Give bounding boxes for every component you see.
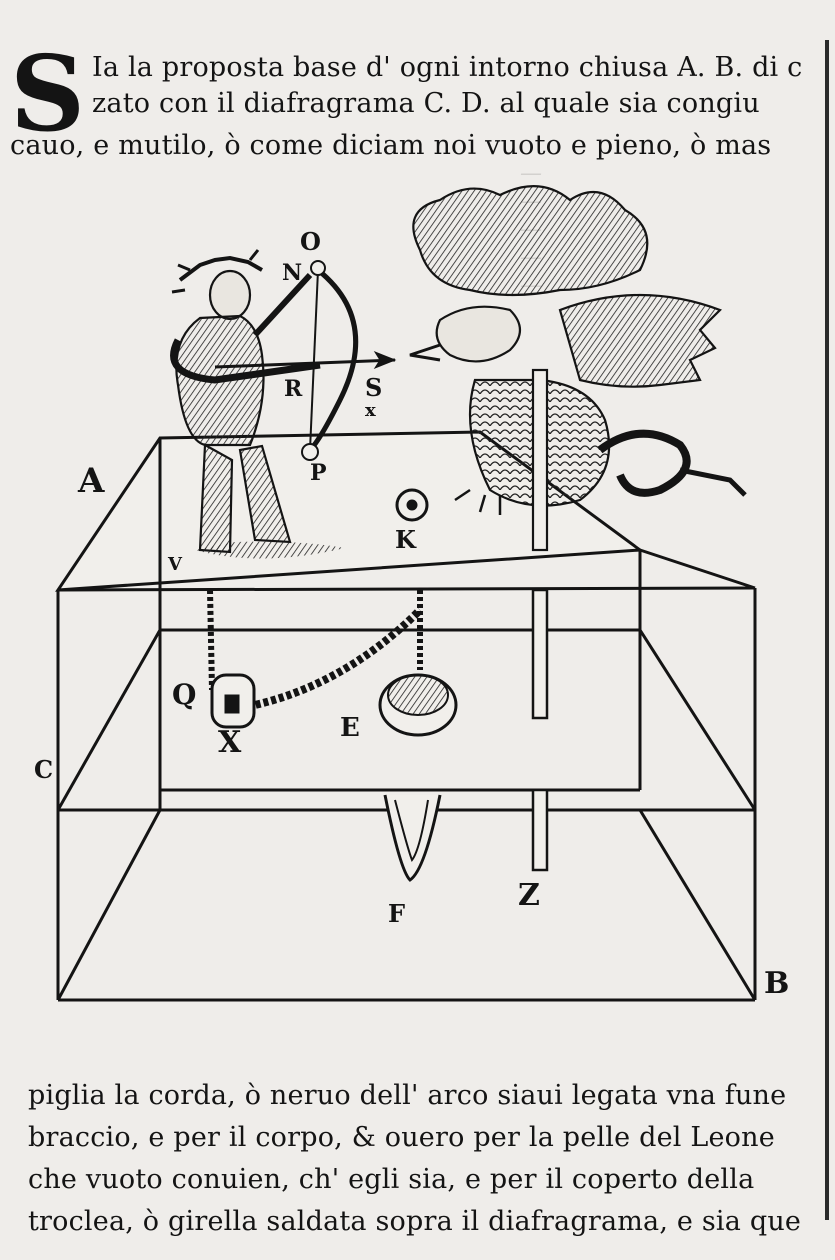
label-r: R bbox=[284, 376, 303, 402]
label-o: O bbox=[300, 227, 321, 256]
label-x: X bbox=[218, 725, 242, 760]
label-e: E bbox=[340, 713, 360, 743]
page-edge-shadow bbox=[825, 40, 829, 1220]
label-q: Q bbox=[172, 678, 196, 711]
label-b: B bbox=[764, 966, 789, 1001]
label-z: Z bbox=[518, 878, 540, 913]
label-k: K bbox=[395, 525, 417, 554]
label-n: N bbox=[282, 260, 302, 286]
label-p: P bbox=[310, 460, 327, 486]
bow-and-arrow bbox=[214, 260, 397, 461]
heading-line-1: Ia la proposta base d' ogni intorno chiu… bbox=[92, 52, 803, 83]
heading-line-3: cauo, e mutilo, ò come diciam noi vuoto … bbox=[10, 130, 772, 161]
label-a: A bbox=[77, 461, 105, 501]
footer-line-3: che vuoto conuien, ch' egli sia, e per i… bbox=[28, 1164, 755, 1195]
dragon-figure bbox=[409, 185, 747, 552]
label-f: F bbox=[388, 899, 405, 928]
label-v: V bbox=[167, 554, 183, 575]
label-x-small: x bbox=[365, 400, 376, 421]
drop-cap: S bbox=[10, 32, 86, 155]
heading-line-2: zato con il diafragrama C. D. al quale s… bbox=[92, 88, 760, 119]
footer-line-4: troclea, ò girella saldata sopra il diaf… bbox=[28, 1206, 802, 1237]
figure-letters: O N R S x P A K V Q X E C F Z B bbox=[34, 227, 789, 1001]
label-c: C bbox=[34, 755, 53, 784]
woodcut-illustration: O N R S x P A K V Q X E C F Z B bbox=[34, 185, 789, 1002]
label-s: S bbox=[365, 373, 382, 402]
footer-line-2: braccio, e per il corpo, & ouero per la … bbox=[28, 1122, 775, 1153]
footer-line-1: piglia la corda, ò neruo dell' arco siau… bbox=[28, 1080, 787, 1111]
pulley-mechanism bbox=[207, 488, 549, 882]
archer-figure bbox=[170, 249, 345, 559]
